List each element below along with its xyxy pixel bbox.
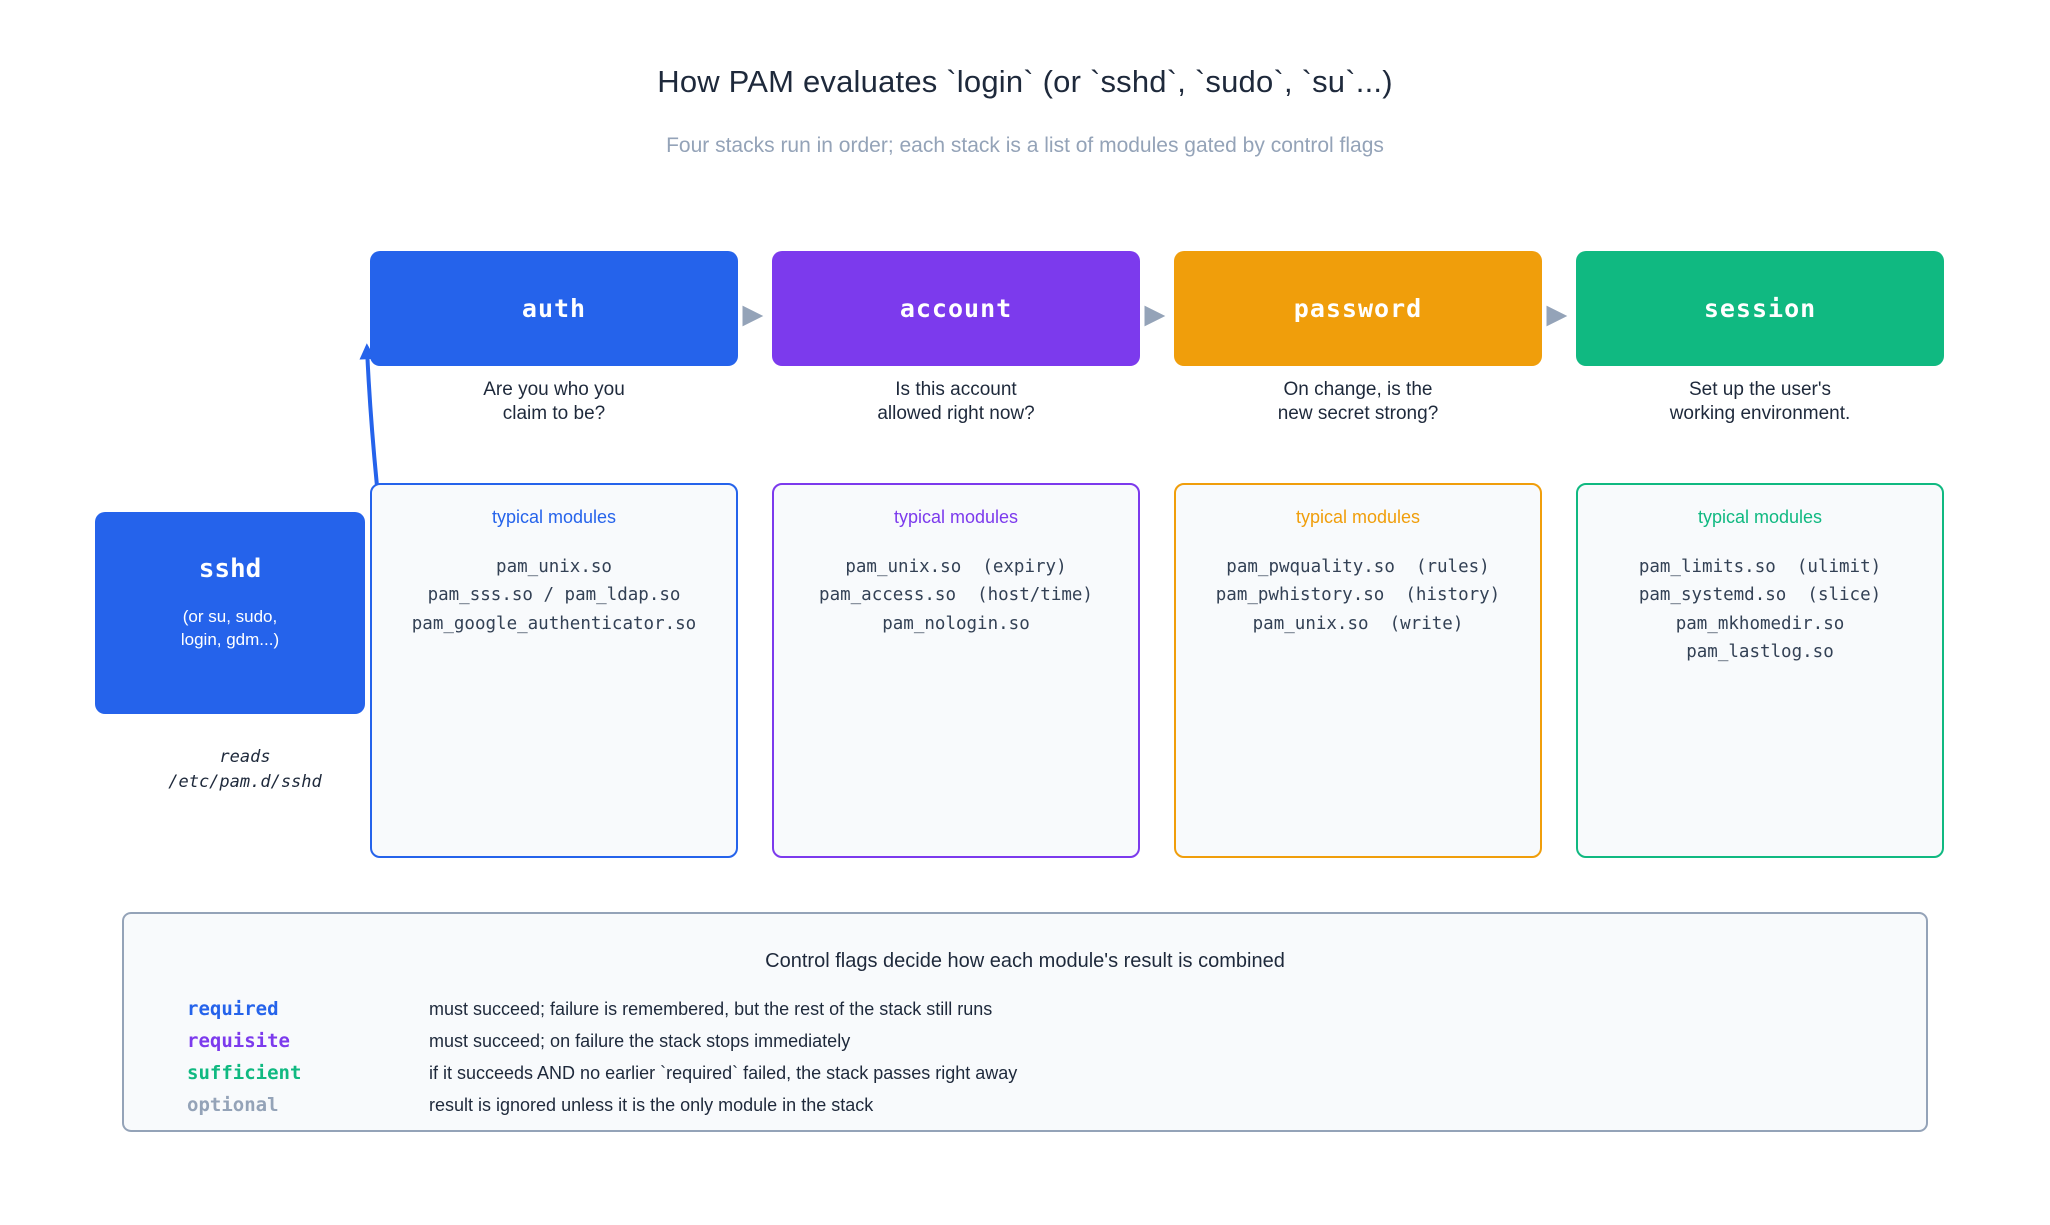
modules-box-session: typical modules pam_limits.so (ulimit) p… bbox=[1576, 483, 1944, 858]
flag-name: requisite bbox=[187, 1030, 290, 1052]
legend-row-optional: optional result is ignored unless it is … bbox=[124, 1094, 1926, 1120]
flag-description: if it succeeds AND no earlier `required`… bbox=[429, 1063, 1018, 1083]
stack-description: Is this account allowed right now? bbox=[877, 379, 1035, 425]
flag-name: optional bbox=[187, 1094, 279, 1116]
legend-row-requisite: requisite must succeed; on failure the s… bbox=[124, 1030, 1926, 1056]
modules-box-title: typical modules bbox=[491, 507, 617, 527]
stack-header-session: session bbox=[1576, 251, 1944, 366]
legend-title: Control flags decide how each module's r… bbox=[765, 950, 1285, 972]
flag-description: result is ignored unless it is the only … bbox=[429, 1095, 874, 1115]
page-subtitle: Four stacks run in order; each stack is … bbox=[666, 134, 1384, 157]
modules-list: pam_limits.so (ulimit) pam_systemd.so (s… bbox=[1638, 557, 1882, 663]
stack-description: Are you who you claim to be? bbox=[483, 379, 625, 425]
stack-header-account: account bbox=[772, 251, 1140, 366]
modules-box-title: typical modules bbox=[1697, 507, 1823, 527]
modules-box-account: typical modules pam_unix.so (expiry) pam… bbox=[772, 483, 1140, 858]
service-box-sshd: sshd (or su, sudo, login, gdm...) bbox=[95, 512, 365, 714]
modules-box-password: typical modules pam_pwquality.so (rules)… bbox=[1174, 483, 1542, 858]
stack-header-label: password bbox=[1293, 294, 1423, 323]
service-name: sshd bbox=[198, 554, 262, 584]
legend-row-required: required must succeed; failure is rememb… bbox=[124, 998, 1926, 1024]
stack-description: Set up the user's working environment. bbox=[1669, 379, 1851, 425]
page-title: How PAM evaluates `login` (or `sshd`, `s… bbox=[657, 64, 1393, 99]
modules-list: pam_unix.so pam_sss.so / pam_ldap.so pam… bbox=[411, 557, 697, 634]
modules-box-title: typical modules bbox=[1295, 507, 1421, 527]
modules-list: pam_pwquality.so (rules) pam_pwhistory.s… bbox=[1215, 557, 1501, 634]
control-flags-legend: Control flags decide how each module's r… bbox=[122, 912, 1928, 1132]
flag-description: must succeed; failure is remembered, but… bbox=[429, 999, 993, 1019]
service-reads-label: reads /etc/pam.d/sshd bbox=[168, 747, 322, 792]
flag-name: sufficient bbox=[187, 1062, 302, 1084]
flag-description: must succeed; on failure the stack stops… bbox=[429, 1031, 851, 1051]
stack-header-label: session bbox=[1703, 294, 1817, 323]
modules-box-auth: typical modules pam_unix.so pam_sss.so /… bbox=[370, 483, 738, 858]
stack-header-auth: auth bbox=[370, 251, 738, 366]
stack-description: On change, is the new secret strong? bbox=[1277, 379, 1439, 425]
modules-list: pam_unix.so (expiry) pam_access.so (host… bbox=[819, 557, 1093, 634]
flag-name: required bbox=[187, 998, 279, 1020]
stack-header-password: password bbox=[1174, 251, 1542, 366]
modules-box-title: typical modules bbox=[893, 507, 1019, 527]
stack-header-label: auth bbox=[521, 294, 587, 323]
stack-header-label: account bbox=[899, 294, 1013, 323]
legend-row-sufficient: sufficient if it succeeds AND no earlier… bbox=[124, 1062, 1926, 1088]
service-alt-list: (or su, sudo, login, gdm...) bbox=[180, 607, 280, 649]
